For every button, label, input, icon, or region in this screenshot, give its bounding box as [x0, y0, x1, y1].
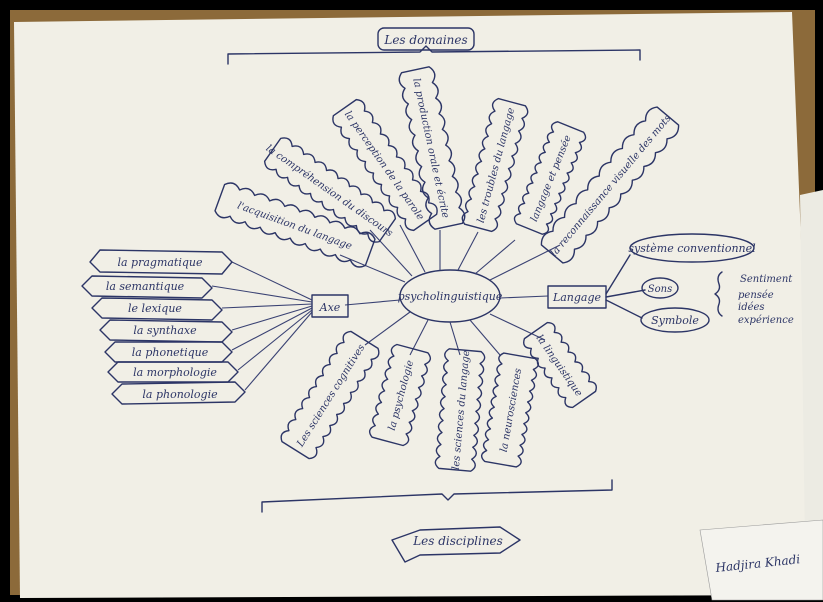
cloud-3 [398, 66, 466, 230]
note-0: Sentiment [740, 274, 793, 285]
left-items: la pragmatique la semantique le lexique … [81, 249, 313, 405]
hex-4-label: la phonetique [132, 346, 209, 359]
hex-1 [81, 275, 213, 299]
hex-6-label: la phonologie [142, 388, 218, 401]
right-item-0 [629, 233, 755, 263]
center-label: psycholinguistique [398, 290, 503, 303]
spokes [339, 224, 561, 356]
bcloud-2 [434, 348, 486, 472]
hex-3-label: la synthaxe [133, 324, 197, 337]
cloud-2 [332, 98, 438, 232]
hex-6 [111, 381, 246, 405]
right-item-0-label: système conventionnel [628, 242, 756, 255]
bottom-label-shape [391, 526, 521, 563]
cloud-1 [263, 137, 397, 243]
axe-label: Axe [319, 301, 341, 314]
langage-label: Langage [552, 291, 602, 304]
bcloud-1 [368, 343, 432, 447]
bottom-label: Les disciplines [412, 534, 503, 548]
right-items: système conventionnel Sons Symbole [628, 233, 756, 333]
hex-3 [99, 319, 233, 343]
note-1: pensée [738, 290, 774, 301]
note-2: idées [738, 302, 765, 313]
hex-2 [91, 297, 223, 321]
right-item-1 [641, 277, 679, 299]
hex-2-label: le lexique [128, 302, 182, 315]
right-item-2-label: Symbole [651, 314, 699, 327]
note-3: expérience [738, 315, 794, 326]
hex-4 [104, 341, 233, 363]
cloud-4 [461, 97, 529, 233]
bcloud-0 [280, 330, 380, 460]
right-brace [714, 271, 723, 317]
top-brace [227, 45, 641, 65]
main-paper [14, 12, 815, 598]
hex-5 [107, 361, 239, 383]
right-notes: Sentiment pensée idées expérience [738, 274, 794, 326]
cloud-5 [513, 121, 587, 235]
cloud-6 [540, 106, 680, 264]
hex-5-label: la morphologie [133, 366, 217, 379]
second-paper [800, 190, 823, 545]
top-label-box [377, 27, 475, 51]
cloud-0 [214, 182, 376, 268]
hex-0 [89, 249, 233, 275]
bottom-brace [261, 479, 613, 513]
top-label: Les domaines [383, 33, 467, 47]
name-card [699, 519, 823, 601]
hex-0-label: la pragmatique [117, 256, 203, 269]
right-item-1-label: Sons [648, 284, 672, 295]
right-item-2 [640, 307, 710, 333]
bcloud-4 [523, 321, 597, 409]
right-links [605, 254, 646, 319]
hex-1-label: la semantique [106, 280, 185, 293]
